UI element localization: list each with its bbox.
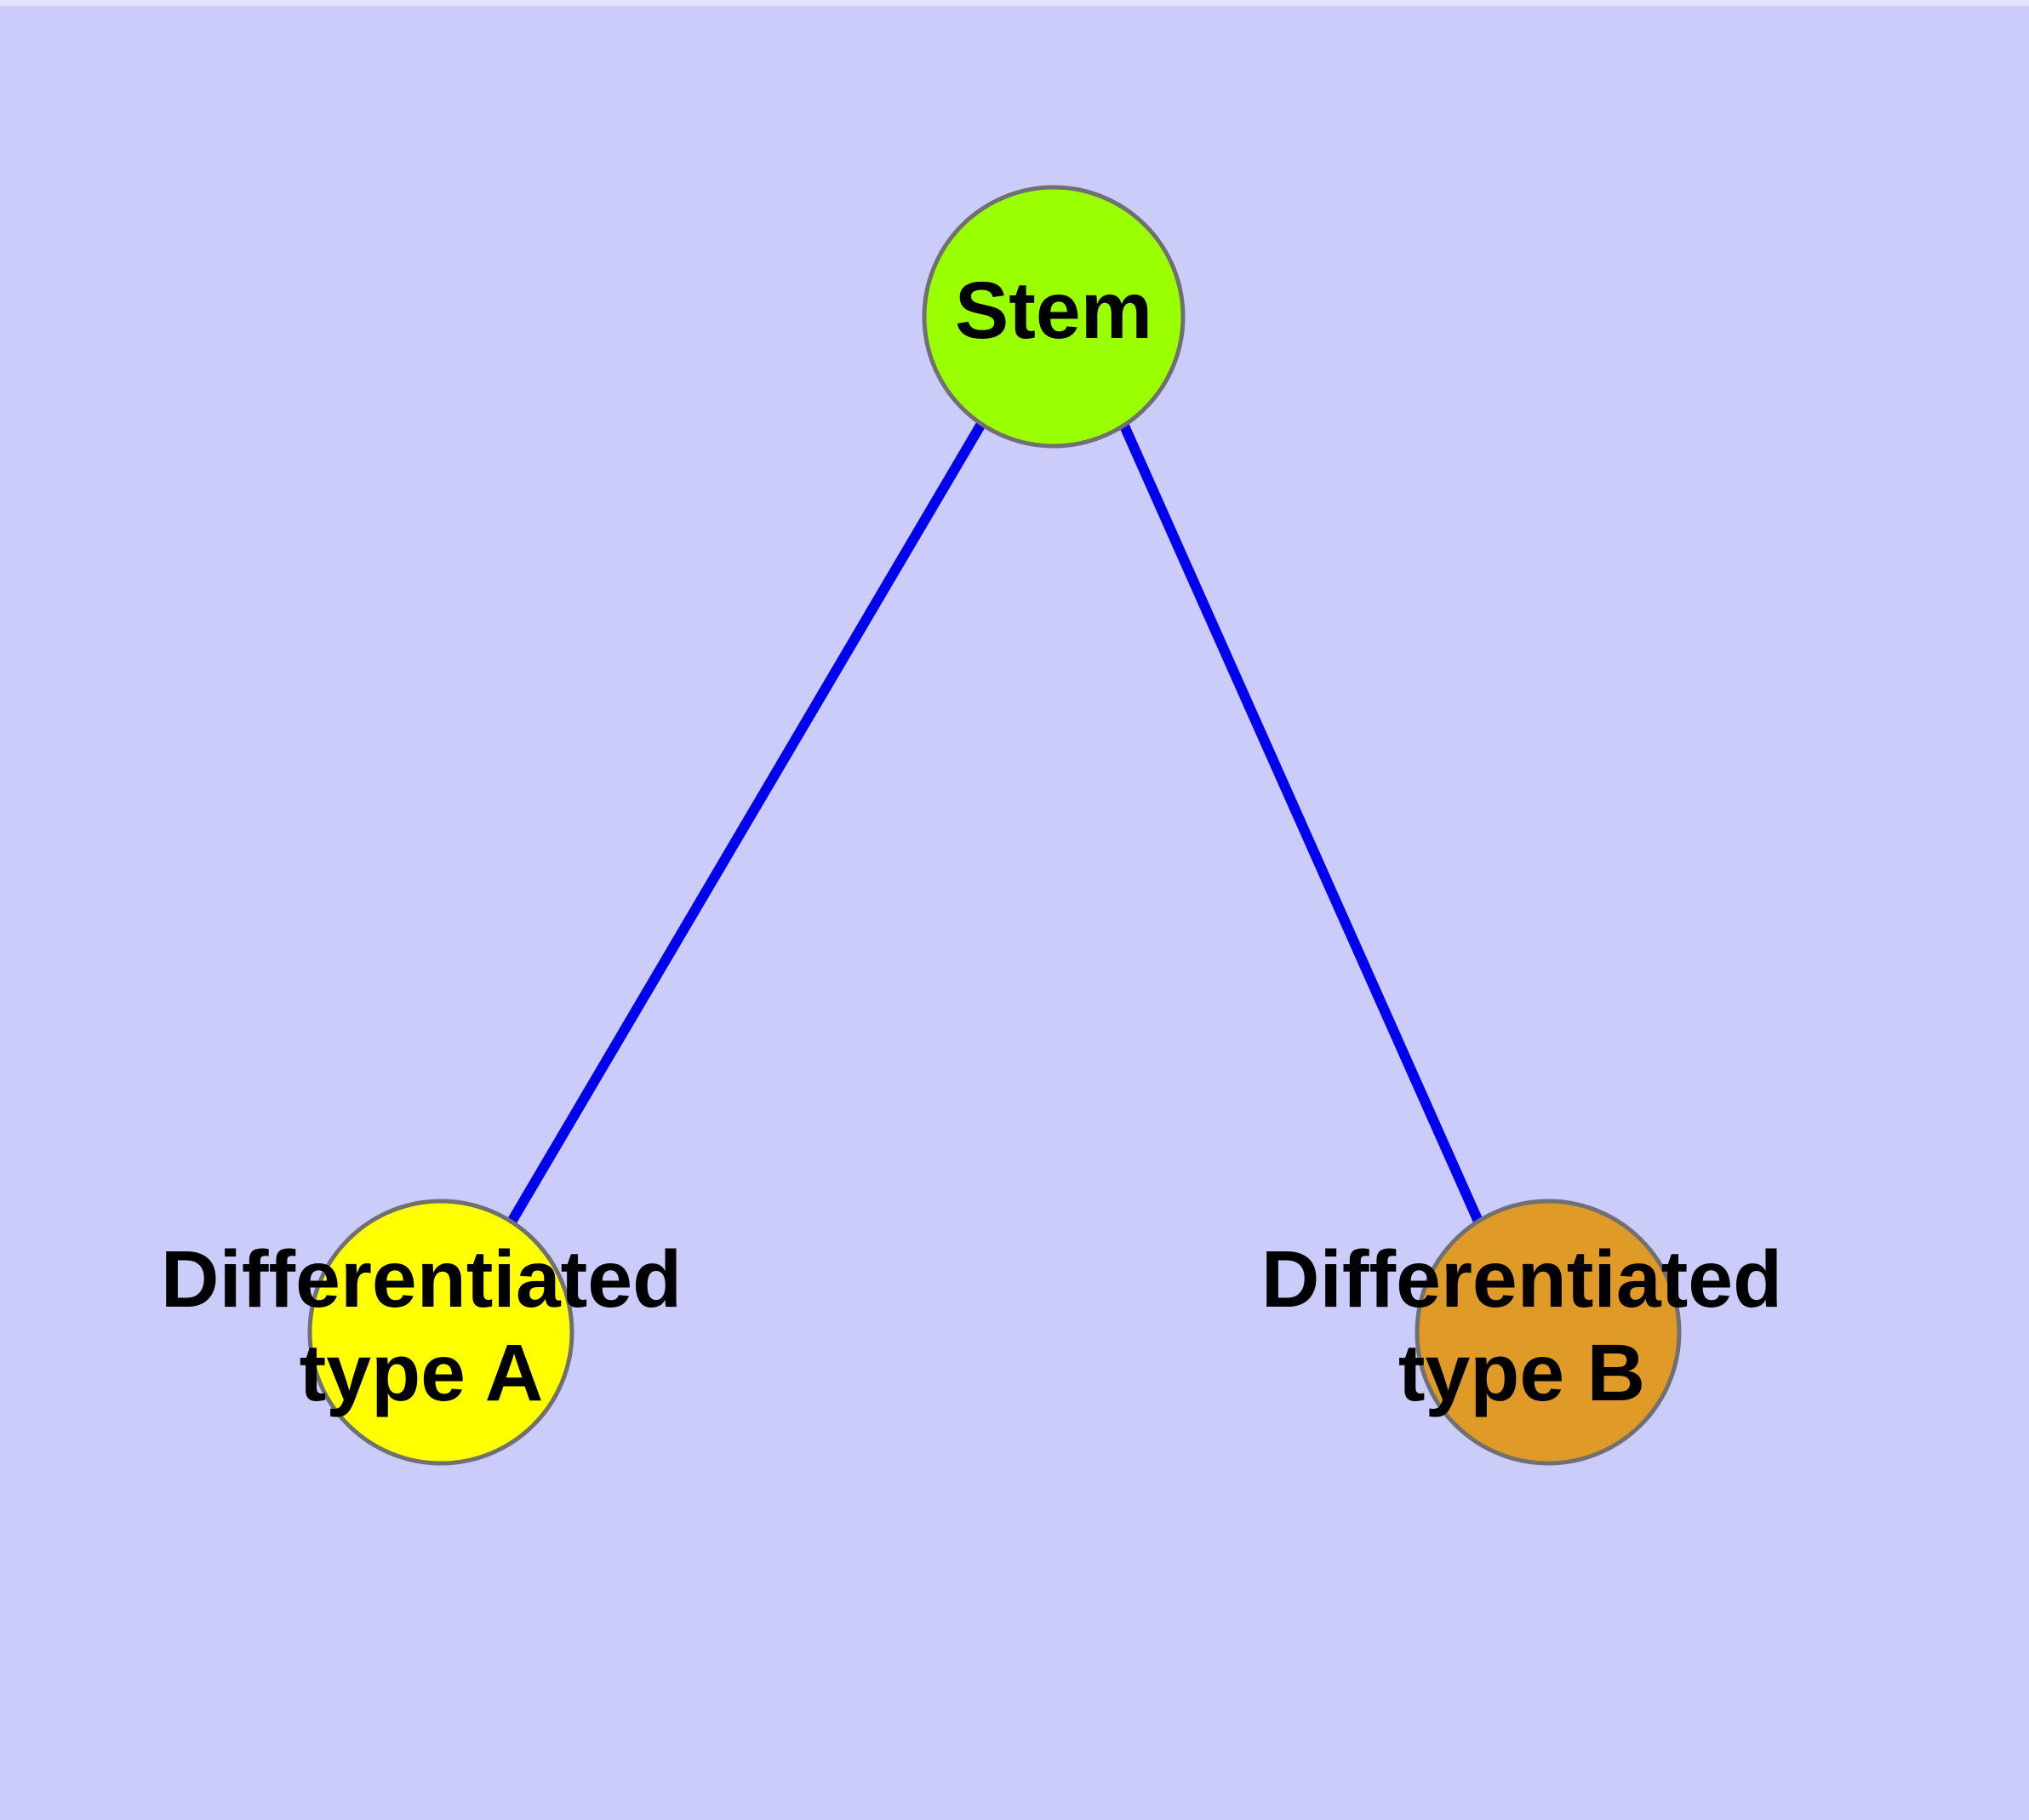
node-layer bbox=[307, 185, 1682, 1466]
graph-node-diff_a[interactable] bbox=[307, 1199, 574, 1466]
graph-edge-stem-to-a[interactable] bbox=[506, 421, 986, 1227]
node-label-line: type A bbox=[300, 1328, 544, 1418]
top-edge-strip bbox=[0, 0, 2029, 6]
graph-node-diff_b[interactable] bbox=[1415, 1199, 1682, 1466]
node-label-line: Stem bbox=[955, 266, 1152, 356]
node-label-line: Differentiated bbox=[161, 1234, 682, 1325]
node-label-line: Differentiated bbox=[1261, 1234, 1782, 1325]
graph-edge-stem-to-b[interactable] bbox=[1118, 421, 1484, 1226]
node-label-line: type B bbox=[1398, 1328, 1645, 1418]
graph-node-stem[interactable] bbox=[922, 185, 1186, 449]
node-label-stem: Stem bbox=[955, 266, 1152, 356]
edge-layer bbox=[506, 421, 1484, 1227]
